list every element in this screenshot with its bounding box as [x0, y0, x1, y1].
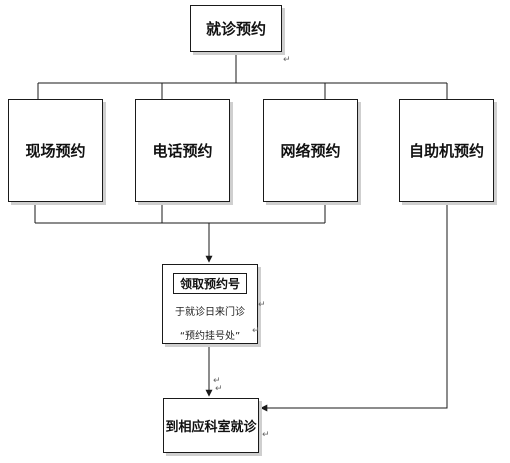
node-receive-line-1: 于就诊日来门诊 [175, 307, 245, 318]
node-kiosk-appointment-text: 自助机预约 [408, 142, 484, 160]
node-visit-department: 到相应科室就诊 [163, 398, 259, 453]
paragraph-mark-icon: ↵ [252, 326, 260, 336]
paragraph-mark-icon: ↵ [215, 384, 223, 394]
paragraph-mark-icon: ↵ [262, 430, 270, 440]
node-visit-department-text: 到相应科室就诊 [165, 420, 257, 435]
node-online-appointment-text: 网络预约 [280, 142, 341, 160]
node-receive-number: 领取预约号 于就诊日来门诊 “预约挂号处” [162, 264, 258, 344]
node-phone-appointment-text: 电话预约 [152, 142, 213, 160]
node-onsite-appointment: 现场预约 [8, 99, 103, 202]
node-online-appointment: 网络预约 [263, 99, 358, 202]
paragraph-mark-icon: ↵ [283, 55, 291, 65]
node-onsite-appointment-text: 现场预约 [25, 142, 86, 160]
node-receive-number-label: 领取预约号 [172, 273, 247, 294]
node-phone-appointment: 电话预约 [135, 99, 230, 202]
connector-kiosk-to-visit [260, 202, 448, 412]
node-appointment-title-text: 就诊预约 [205, 20, 266, 38]
paragraph-mark-icon: ↵ [258, 300, 266, 310]
node-receive-line-2: “预约挂号处” [179, 331, 241, 342]
node-appointment-title: 就诊预约 [190, 5, 282, 52]
node-kiosk-appointment: 自助机预约 [399, 99, 494, 202]
paragraph-mark-icon: ↵ [213, 376, 221, 386]
